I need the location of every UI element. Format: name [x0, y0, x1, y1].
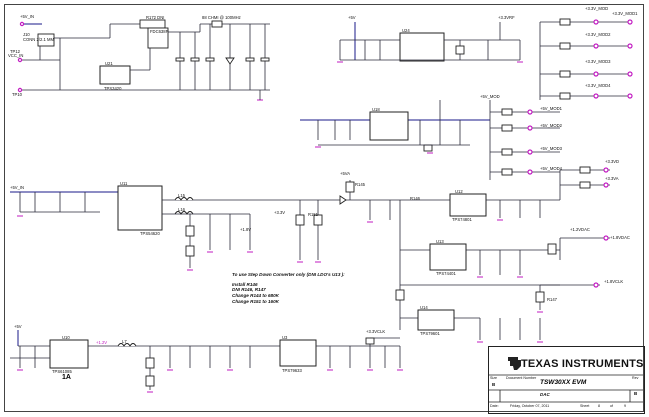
module-supply-block [339, 18, 633, 100]
current-rating: 1A [62, 374, 71, 381]
ref-label: U13 [436, 239, 444, 244]
ref-label: U12 [455, 189, 463, 194]
part-label: TPS61085 [52, 369, 72, 374]
ref-label: R146 [410, 196, 421, 201]
ti-logo [508, 357, 521, 370]
ref-label: U14 [420, 305, 428, 310]
net-label: +3.3VD [605, 159, 620, 164]
net-label: +3.3VRF [498, 15, 515, 20]
part-label: TPS54620 [140, 231, 160, 236]
net-label: +5V_MOD1 [540, 106, 562, 111]
part-label: TPS74801 [452, 217, 472, 222]
net-label: +1.8VDAC [610, 235, 630, 240]
part-label: TPS79633 [282, 368, 302, 373]
date-label: Date: [490, 404, 499, 408]
note-line: Change R151 to 160K [232, 298, 279, 304]
ref-label: L7 [122, 339, 127, 344]
part-label: TPS3420 [104, 86, 122, 91]
net-label: +5V [348, 15, 356, 20]
ref-label: L15 [178, 193, 185, 198]
sheet-value: 8 [598, 404, 600, 408]
size-value: B [492, 382, 496, 387]
doc-label: Document Number [506, 376, 537, 380]
note-line: Change R144 to 680K [232, 293, 279, 299]
rev-value: B [634, 391, 638, 396]
ref-label: R172 DNI [146, 15, 165, 20]
p5v-module-block [300, 100, 560, 180]
net-label: +5V_IN [20, 14, 35, 19]
ground-symbols [17, 61, 543, 393]
net-label: +1.8VCLK [604, 279, 624, 284]
title-block [488, 346, 645, 414]
rev-label: Rev [632, 376, 639, 380]
of-label: of [610, 404, 613, 408]
net-label: VCC_IN [8, 53, 24, 58]
switcher-block [10, 166, 610, 330]
net-label: +3.3V_MOD [585, 6, 609, 11]
net-label: +5V [14, 324, 22, 329]
ref-label: R145 [355, 182, 366, 187]
note-line: Install R146 [232, 281, 258, 287]
net-label: +1.2V [96, 340, 108, 345]
net-label: +3.3V [274, 210, 286, 215]
net-label: +5V_MOD4 [540, 166, 562, 171]
bottom-supply-block [10, 330, 401, 390]
ref-label: TP10 [12, 92, 23, 97]
net-label: +3.3V_MOD3 [585, 59, 611, 64]
of-value: 9 [624, 404, 626, 408]
ref-label: U24 [402, 28, 410, 33]
net-label: +5VA [340, 171, 351, 176]
ref-label: J10 [23, 32, 30, 37]
ref-label: R147 [547, 297, 558, 302]
drawing-frame [4, 4, 644, 412]
net-label: +3.3V_MOD4 [585, 83, 611, 88]
company-name: TEXAS INSTRUMENTS [521, 358, 644, 370]
ref-label: L16 [178, 207, 185, 212]
ref-label: U3 [282, 335, 288, 340]
net-label: +5V_MOD [480, 94, 500, 99]
ref-label: U18 [372, 107, 380, 112]
drawing-title: TSW30XX EVM [540, 379, 587, 386]
net-label: +3.3VA [605, 176, 619, 181]
ldo-block [395, 235, 610, 340]
part-label: CONN 2/2.1 MM [23, 37, 54, 42]
part-label: TPS74401 [436, 271, 456, 276]
ref-label: U11 [120, 181, 128, 186]
note-line: DNI R146, R147 [232, 287, 266, 293]
note-heading: To use Step Down Converter only (DNI LDO… [232, 272, 345, 277]
net-label: +5V_MOD3 [540, 146, 562, 151]
part-label: FDC638P [150, 29, 169, 34]
ref-label: U10 [62, 335, 70, 340]
sheet-label: Sheet [580, 404, 590, 408]
part-label: 88 CHMI @ 100MHz [202, 15, 241, 20]
date-value: Friday, October 07, 2011 [510, 404, 550, 408]
net-label: +3.3V_MOD2 [585, 32, 611, 37]
ref-label: TP12 [10, 49, 21, 54]
net-label: +5V_IN [10, 185, 25, 190]
net-label: +3.3VCLK [366, 329, 386, 334]
input-power-block [17, 19, 270, 101]
doc-value: DAC [540, 392, 550, 397]
net-label: +1.2VDAC [570, 227, 590, 232]
net-label: +1.8V [240, 227, 252, 232]
ref-label: R151 [308, 212, 319, 217]
title-block-lines [488, 374, 643, 403]
ref-label: U21 [105, 61, 113, 66]
net-label: +5V_MOD2 [540, 123, 562, 128]
assembly-note: To use Step Down Converter only (DNI LDO… [232, 272, 356, 305]
size-label: Size [490, 376, 497, 380]
net-label: +3.3V_MOD1 [612, 11, 638, 16]
part-label: TPS79601 [420, 331, 440, 336]
